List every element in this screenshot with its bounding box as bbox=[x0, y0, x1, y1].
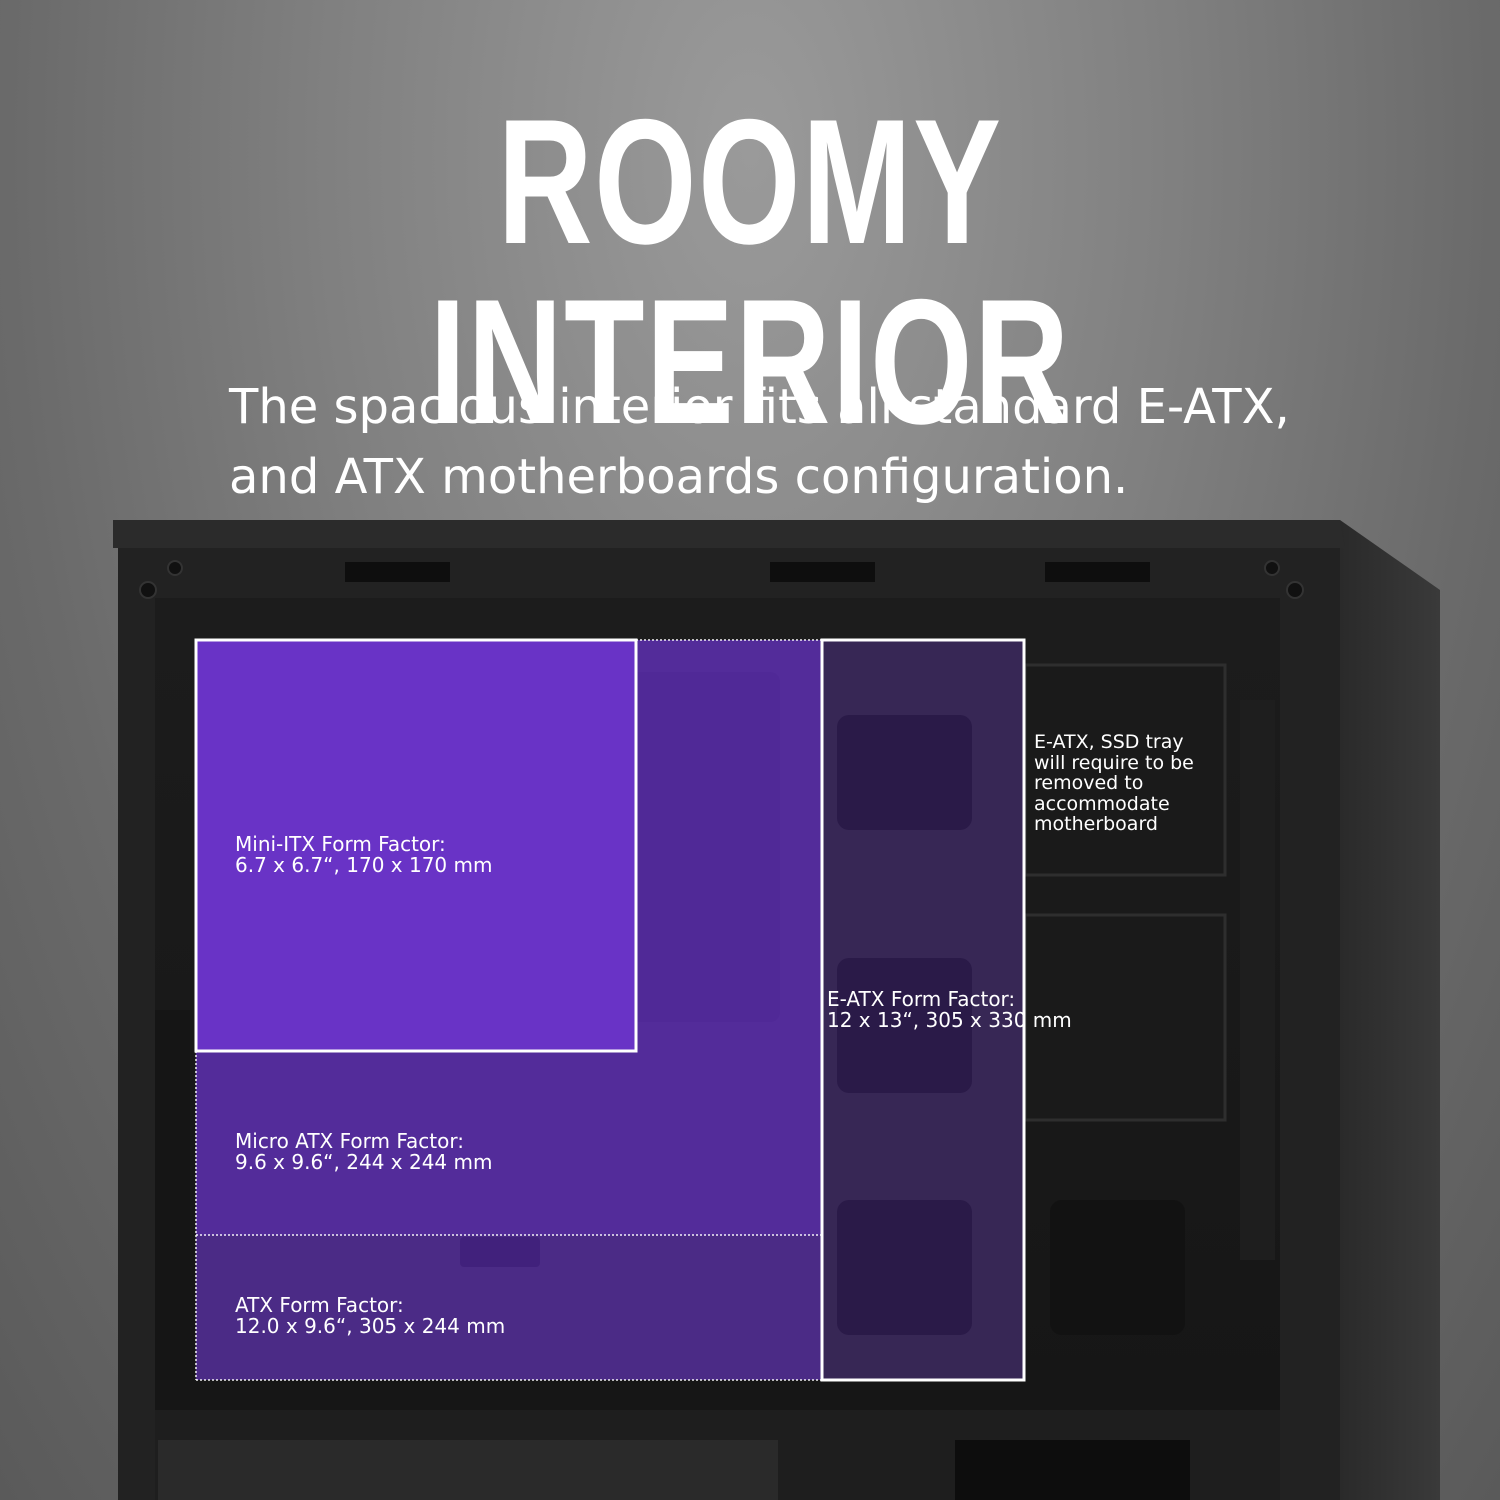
psu-bay bbox=[955, 1440, 1190, 1500]
mini-itx-label-line-2: 6.7 x 6.7“, 170 x 170 mm bbox=[235, 853, 493, 877]
case-side-panel bbox=[1340, 520, 1440, 1500]
top-rail-slot bbox=[345, 562, 450, 582]
rear-channel bbox=[1240, 700, 1275, 1260]
eatx-note-line-2: will require to be bbox=[1034, 751, 1194, 774]
top-rail-slot bbox=[770, 562, 875, 582]
eatx-form-factor-area bbox=[822, 640, 1024, 1380]
mini-itx-label-line-1: Mini-ITX Form Factor: bbox=[235, 832, 446, 856]
atx-label-line-1: ATX Form Factor: bbox=[235, 1293, 404, 1317]
eatx-label: E-ATX Form Factor: 12 x 13“, 305 x 330 m… bbox=[827, 989, 1072, 1031]
frame-screw bbox=[139, 581, 157, 599]
eatx-outline bbox=[820, 638, 1026, 1382]
eatx-note-line-3: removed to bbox=[1034, 772, 1144, 794]
atx-label: ATX Form Factor: 12.0 x 9.6“, 305 x 244 … bbox=[235, 1295, 505, 1337]
tray-cutout bbox=[837, 715, 972, 830]
top-rail-slot bbox=[1045, 562, 1150, 582]
micro-atx-label-line-1: Micro ATX Form Factor: bbox=[235, 1129, 464, 1153]
tray-cutout bbox=[837, 958, 972, 1093]
atx-label-line-2: 12.0 x 9.6“, 305 x 244 mm bbox=[235, 1314, 506, 1338]
mini-itx-form-factor-area bbox=[196, 640, 636, 1051]
frame-screw bbox=[1286, 581, 1304, 599]
subheading: The spacious interior fits all standard … bbox=[229, 372, 1379, 512]
headline: ROOMY INTERIOR bbox=[429, 82, 1071, 461]
drive-cage bbox=[1023, 913, 1227, 1122]
eatx-label-line-1: E-ATX Form Factor: bbox=[827, 987, 1016, 1011]
eatx-note-line-5: motherboard bbox=[1034, 813, 1158, 835]
case-top-lip bbox=[113, 520, 1345, 548]
eatx-note-line-4: accommodate bbox=[1034, 792, 1170, 815]
expansion-slot-area bbox=[155, 1010, 190, 1380]
eatx-note-line-1: E-ATX, SSD tray bbox=[1034, 731, 1184, 753]
tray-cutout bbox=[837, 1200, 972, 1335]
eatx-label-line-2: 12 x 13“, 305 x 330 mm bbox=[827, 1008, 1072, 1032]
micro-atx-label-line-2: 9.6 x 9.6“, 244 x 244 mm bbox=[235, 1150, 493, 1174]
subheading-line-2: and ATX motherboards configuration. bbox=[229, 449, 1129, 505]
frame-screw bbox=[167, 560, 183, 576]
mini-itx-label: Mini-ITX Form Factor: 6.7 x 6.7“, 170 x … bbox=[235, 834, 492, 876]
eatx-ssd-tray-note: E-ATX, SSD tray will require to be remov… bbox=[1034, 732, 1194, 835]
psu-shroud-top bbox=[158, 1440, 778, 1500]
frame-screw bbox=[1264, 560, 1280, 576]
drive-cage-cutout bbox=[1050, 1200, 1185, 1335]
mini-itx-outline bbox=[194, 638, 638, 1053]
drive-cage bbox=[1023, 663, 1227, 877]
subheading-line-1: The spacious interior fits all standard … bbox=[229, 379, 1290, 435]
micro-atx-label: Micro ATX Form Factor: 9.6 x 9.6“, 244 x… bbox=[235, 1131, 492, 1173]
